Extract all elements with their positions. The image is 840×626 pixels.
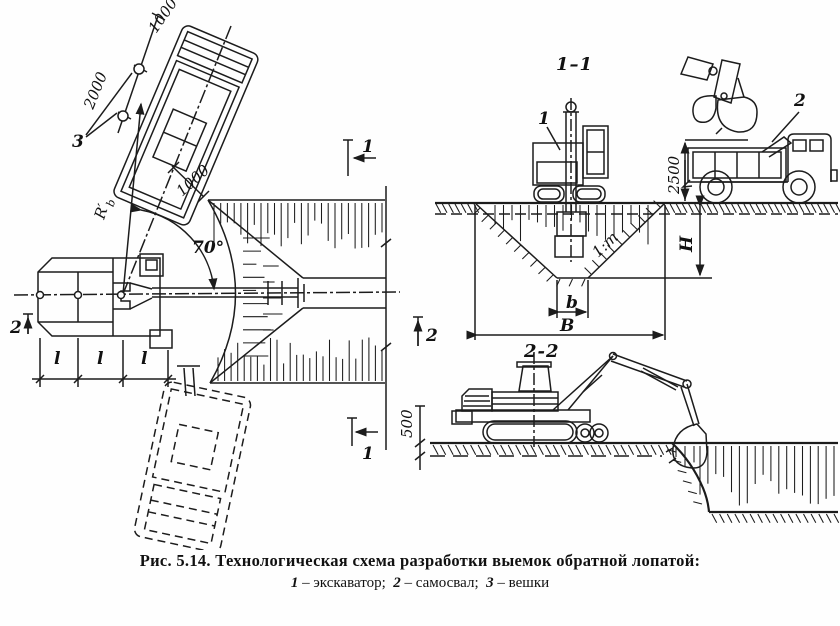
dim-B: B — [559, 316, 574, 336]
hatch-1-1-bottom — [556, 278, 586, 287]
raised-bucket-assembly — [679, 56, 758, 135]
step-label-2: l — [97, 349, 104, 369]
stake-marker-1 — [133, 63, 145, 75]
hatch-2-2-floor — [711, 513, 840, 524]
hatch-1-1-slope-right — [584, 200, 661, 275]
legend-key-2: 2 — [393, 575, 401, 591]
swing-angle-arc — [129, 203, 218, 291]
section-1-1-excavator — [532, 101, 609, 258]
axis-point-1 — [35, 290, 45, 300]
dim-2500-lines — [680, 139, 748, 201]
hatch-2-2-soil — [699, 446, 835, 506]
hatch-plan-face-1 — [243, 237, 271, 357]
truck-label: 2 — [793, 91, 806, 111]
section-marker-1-top — [343, 139, 376, 176]
hatch-1-1-ground-right — [663, 203, 840, 214]
legend-text-2: – самосвал; — [400, 575, 487, 591]
edge-offset-dimension — [167, 161, 210, 203]
axis-point-2 — [73, 290, 83, 300]
angle-label: 70° — [192, 238, 224, 258]
dim-b: b — [566, 293, 578, 313]
excavation-face-curve — [671, 442, 711, 513]
dim-H-lines — [588, 195, 712, 279]
technical-drawing: 3 1000 2000 R′b 70° 1000 — [9, 0, 840, 550]
caption-title: Рис. 5.14. Технологическая схема разрабо… — [139, 551, 701, 570]
phantom-truck-exhaust — [177, 365, 200, 397]
legend-key-1: 1 — [290, 575, 299, 591]
radius-line — [122, 102, 145, 295]
dim-500-lines — [414, 405, 426, 470]
stakes-leader — [85, 72, 133, 138]
figure-caption: Рис. 5.14. Технологическая схема разрабо… — [0, 551, 840, 592]
dim-500: 500 — [398, 409, 416, 438]
section-marker-1-top-label: 1 — [362, 137, 374, 157]
hatch-plan-top — [213, 203, 383, 249]
section-marker-2-right-label: 2 — [425, 326, 438, 346]
legend-text-3: – вешки — [493, 575, 550, 591]
hatch-plan-bottom — [217, 337, 383, 381]
dim-1000-top: 1000 — [145, 0, 182, 36]
dim-2500: 2500 — [665, 155, 683, 195]
legend-text-1: – экскаватор; — [298, 575, 394, 591]
hatch-2-2-ground — [432, 444, 672, 455]
hatch-1-1-slope-left — [473, 207, 554, 282]
radius-label: R′b — [90, 195, 118, 223]
section-marker-1-bottom-label: 1 — [362, 444, 374, 464]
axis-point-pivot — [116, 290, 126, 300]
phantom-truck — [133, 381, 252, 550]
section-1-1-title: 1–1 — [556, 54, 593, 75]
step-dimension-chain — [32, 338, 176, 387]
step-label-1: l — [54, 349, 61, 369]
stake-marker-2 — [117, 110, 129, 122]
section-1-1-truck — [680, 133, 838, 204]
section-marker-2-left-label: 2 — [9, 318, 22, 338]
boundary-ticks — [380, 238, 392, 352]
excavator-axis-line — [13, 291, 401, 296]
section-2-2-excavator — [451, 351, 708, 469]
plan-excavator — [37, 253, 305, 349]
section-marker-2-right — [413, 316, 423, 346]
caption-legend: 1 – экскаватор; 2 – самосвал; 3 – вешки — [0, 575, 840, 592]
section-marker-1-bottom — [347, 417, 378, 446]
excavator-label: 1 — [538, 109, 550, 129]
dim-2000: 2000 — [80, 69, 112, 112]
dim-b-B-lines — [466, 205, 666, 340]
truck-label-leader — [771, 111, 800, 143]
hatch-1-1-ground-left — [435, 203, 480, 214]
hatch-plan-face-2 — [263, 265, 283, 331]
step-label-3: l — [141, 349, 148, 369]
stakes-label: 3 — [72, 132, 84, 152]
legend-key-3: 3 — [486, 575, 494, 591]
section-marker-2-left — [23, 313, 33, 334]
trench-section-profile — [474, 202, 666, 279]
slope-label: 1:m — [588, 228, 621, 261]
section-2-2-title: 2-2 — [523, 341, 560, 362]
excavator-label-leader — [546, 126, 561, 151]
dim-H: H — [677, 235, 697, 253]
trench-plan-outline — [207, 199, 386, 384]
